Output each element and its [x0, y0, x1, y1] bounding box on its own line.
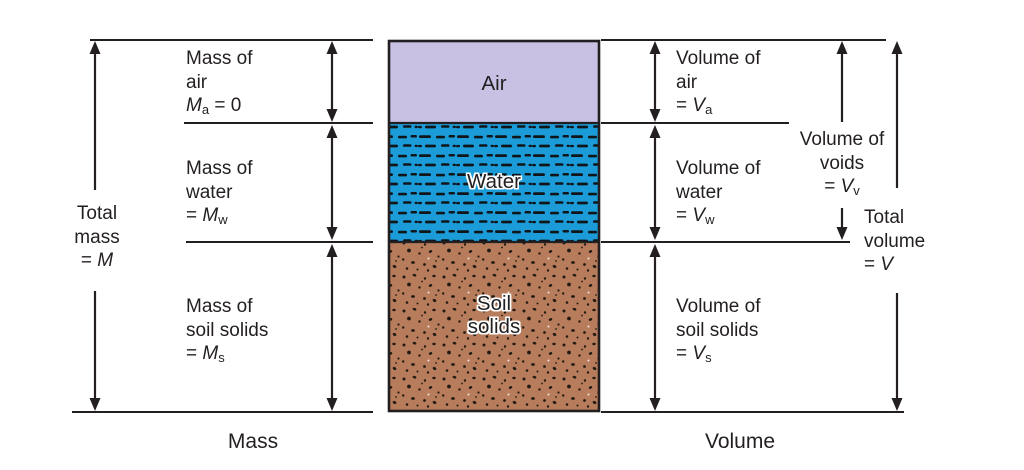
label-line: Volume of	[676, 296, 761, 317]
column-water-label: Water	[467, 170, 521, 193]
volume-water-arrow	[649, 125, 661, 240]
soil-speckles-texture	[390, 243, 598, 410]
label-line: volume	[864, 230, 926, 252]
label-line: Total	[76, 203, 118, 224]
label-line: Volume of	[676, 48, 761, 69]
label-symbol-line: Ma = 0	[186, 95, 242, 117]
label-line: Volume of	[676, 158, 761, 179]
mass-water-arrow	[326, 125, 338, 240]
label-symbol-line: = Ms	[186, 343, 225, 365]
label-symbol-line: = V	[864, 254, 894, 275]
volume-water-label: Volume of water = Vw	[676, 157, 761, 228]
water-dashes-texture	[389, 124, 599, 241]
column-soil-label: Soil solids	[389, 292, 599, 338]
label-line: water	[186, 181, 233, 203]
label-line: voids	[819, 152, 865, 174]
mass-air-arrow	[326, 41, 338, 122]
label-line: Total	[864, 207, 905, 228]
volume-soil-label: Volume of soil solids = Vs	[676, 295, 761, 366]
total-mass-arrow	[89, 41, 101, 411]
volume-voids-arrow	[836, 41, 848, 240]
label-line: Volume of	[799, 129, 885, 150]
label-symbol-line: = Vs	[676, 343, 712, 365]
label-line: Mass of	[186, 296, 253, 317]
volume-axis-caption: Volume	[704, 430, 776, 453]
mass-soil-label: Mass of soil solids = Ms	[186, 295, 268, 366]
column-air-label: Air	[481, 72, 507, 95]
label-symbol-line: = Vw	[676, 205, 715, 227]
label-symbol-line: = Vv	[824, 176, 860, 198]
label-symbol-line: = M	[80, 250, 114, 271]
mass-air-label: Mass of air Ma = 0	[186, 47, 253, 118]
label-line: water	[676, 181, 723, 203]
label-symbol-line: = Va	[676, 95, 713, 117]
mass-water-label: Mass of water = Mw	[186, 157, 253, 228]
column-border	[387, 39, 601, 413]
label-line: mass	[74, 226, 120, 248]
mass-soil-arrow	[326, 244, 338, 411]
soil-column	[387, 39, 601, 413]
volume-voids-label: Volume of voids = Vv	[780, 128, 904, 199]
label-line: air	[186, 71, 208, 93]
label-line: solids	[467, 315, 521, 338]
label-line: Mass of	[186, 48, 253, 69]
mass-axis-caption: Mass	[227, 430, 279, 453]
column-layer-air	[389, 41, 599, 123]
label-symbol-line: = Mw	[186, 205, 228, 227]
volume-air-label: Volume of air = Va	[676, 47, 761, 118]
volume-soil-arrow	[649, 244, 661, 411]
label-line: Soil	[476, 292, 512, 315]
label-line: Mass of	[186, 158, 253, 179]
total-volume-arrow	[891, 41, 903, 411]
label-line: soil solids	[186, 319, 269, 341]
total-mass-label: Total mass = M	[52, 202, 142, 273]
label-line: soil solids	[676, 319, 759, 341]
label-line: air	[676, 71, 698, 93]
volume-air-arrow	[649, 41, 661, 122]
total-volume-label: Total volume = V	[864, 206, 925, 277]
